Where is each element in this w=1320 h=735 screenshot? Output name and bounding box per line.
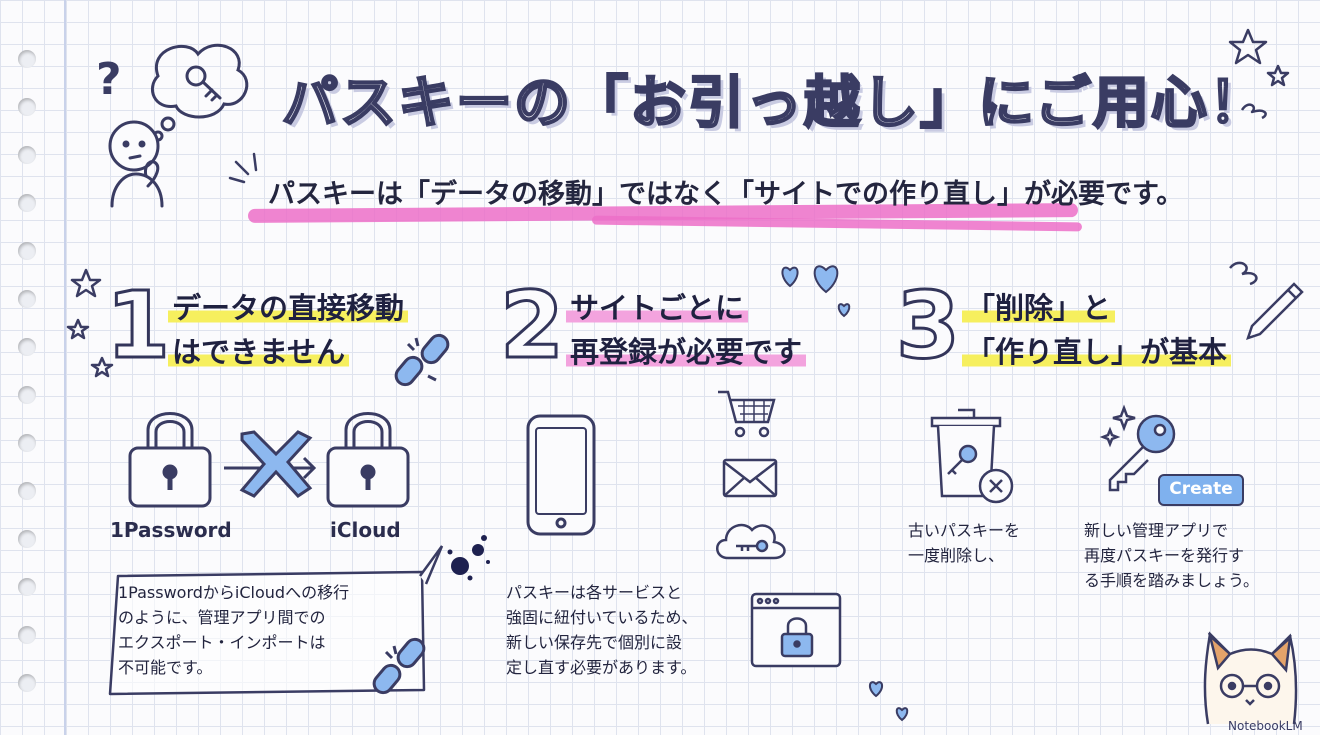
step3-left-note: 古いパスキーを 一度削除し、 xyxy=(908,518,1020,568)
step-number-1: 1 xyxy=(104,272,171,379)
step1-heading-line1: データの直接移動 xyxy=(168,291,409,325)
step3-heading-line1: 「削除」と xyxy=(962,291,1116,325)
step-number-3: 3 xyxy=(894,272,961,379)
step1-note-line: のように、管理アプリ間での xyxy=(118,608,326,627)
envelope-icon xyxy=(722,458,778,498)
hearts-icon xyxy=(781,265,851,318)
sparkle-stars-icon xyxy=(66,268,114,378)
source-app-label: 1Password xyxy=(110,518,232,542)
step3-left-note-line: 古いパスキーを xyxy=(908,521,1021,540)
step2-note-line: 定し直す必要があります。 xyxy=(506,658,697,677)
step2-heading-line2: 再登録が必要です xyxy=(566,335,807,369)
margin-line xyxy=(64,0,66,735)
step3-heading: 「削除」と 「作り直し」が基本 xyxy=(962,286,1232,374)
smartphone-icon xyxy=(526,414,596,536)
step3-right-note-line: る手順を踏みましょう。 xyxy=(1084,571,1260,590)
padlock-1password-icon xyxy=(128,412,212,508)
cat-mascot-icon xyxy=(1203,631,1298,725)
target-app-label: iCloud xyxy=(330,518,401,542)
step1-heading-line2: はできません xyxy=(168,335,350,369)
step1-note-line: 1PasswordからiCloudへの移行 xyxy=(118,583,350,602)
blocked-transfer-icon xyxy=(224,430,317,498)
step2-note-line: 強固に紐付いているため、 xyxy=(506,608,698,627)
cloud-key-icon xyxy=(716,523,786,560)
step2-note-line: パスキーは各サービスと xyxy=(506,583,683,602)
step3-right-note-line: 新しい管理アプリで xyxy=(1084,521,1229,540)
step3-heading-line2: 「作り直し」が基本 xyxy=(962,335,1232,369)
create-button[interactable]: Create xyxy=(1158,474,1244,506)
trash-key-icon xyxy=(930,408,1014,504)
hearts-icon-2 xyxy=(869,681,909,722)
brand-label: NotebookLM xyxy=(1228,719,1303,733)
speech-bubble xyxy=(108,545,444,696)
broken-chain-icon-2 xyxy=(372,637,426,695)
step1-note-line: 不可能です。 xyxy=(118,658,213,677)
stars-doodle-icon xyxy=(1228,28,1290,120)
pencil-icon xyxy=(1229,261,1304,340)
step1-note-line: エクスポート・インポートは xyxy=(118,633,326,652)
shopping-cart-icon xyxy=(718,390,776,438)
step-number-2: 2 xyxy=(498,272,565,379)
key-sparkle-icon xyxy=(1099,404,1176,492)
step2-heading-line1: サイトごとに xyxy=(566,291,749,325)
svg-text:?: ? xyxy=(96,54,122,105)
padlock-icloud-icon xyxy=(326,412,410,508)
ink-splatter-icon xyxy=(447,535,490,581)
step3-left-note-line: 一度削除し、 xyxy=(908,546,1005,565)
step2-heading: サイトごとに 再登録が必要です xyxy=(566,286,807,374)
broken-chain-icon xyxy=(394,333,450,387)
step2-note: パスキーは各サービスと 強固に紐付いているため、 新しい保存先で個別に設 定し直… xyxy=(506,580,698,680)
step3-right-note-line: 再度パスキーを発行す xyxy=(1084,546,1245,565)
page-title: パスキーの「お引っ越し」にご用心！ xyxy=(281,70,1267,138)
thinking-person-icon: ? xyxy=(96,43,249,208)
step2-note-line: 新しい保存先で個別に設 xyxy=(506,633,683,652)
binding-holes xyxy=(0,0,60,735)
step1-heading: データの直接移動 はできません xyxy=(168,286,409,374)
step1-note: 1PasswordからiCloudへの移行 のように、管理アプリ間での エクスポ… xyxy=(118,580,349,680)
emphasis-marks-icon xyxy=(228,152,258,184)
step3-right-note: 新しい管理アプリで 再度パスキーを発行す る手順を踏みましょう。 xyxy=(1084,518,1259,593)
browser-lock-icon xyxy=(750,592,842,668)
subtitle: パスキーは「データの移動」ではなく「サイトでの作り直し」が必要です。 xyxy=(268,179,1184,210)
